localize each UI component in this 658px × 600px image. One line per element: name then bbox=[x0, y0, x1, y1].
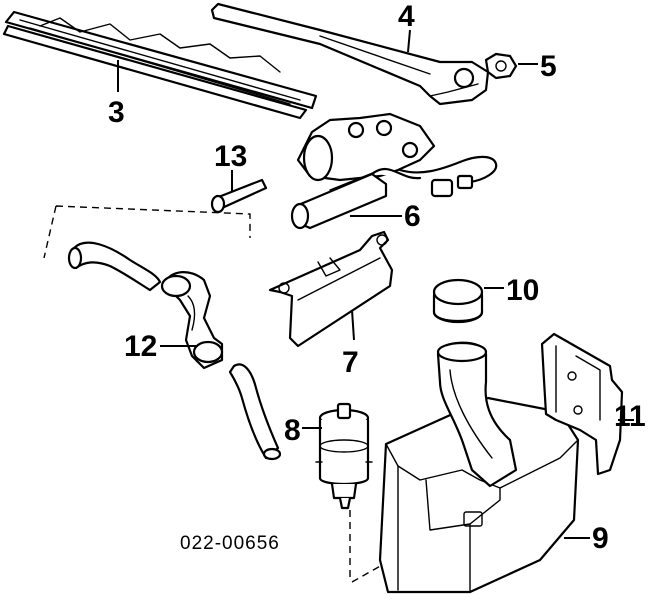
washer-hose-upper bbox=[67, 241, 162, 292]
hose-elbow bbox=[160, 271, 224, 370]
reservoir-bracket bbox=[540, 332, 624, 476]
wiper-blade bbox=[2, 10, 318, 120]
filler-neck bbox=[436, 341, 518, 488]
callout-12: 12 bbox=[124, 330, 157, 363]
reference-code: 022-00656 bbox=[180, 533, 280, 554]
motor-bracket bbox=[268, 230, 394, 348]
washer-hose-lower bbox=[228, 363, 282, 461]
washer-pump bbox=[315, 402, 373, 510]
callout-5: 5 bbox=[540, 50, 557, 83]
dashed-boundary bbox=[43, 205, 251, 259]
leader-7 bbox=[351, 309, 355, 341]
leader-4 bbox=[407, 29, 411, 53]
wiper-arm bbox=[210, 2, 490, 106]
callout-6: 6 bbox=[404, 200, 421, 233]
washer-reservoir bbox=[378, 396, 580, 594]
callout-13: 13 bbox=[214, 140, 247, 173]
callout-9: 9 bbox=[592, 522, 609, 555]
reservoir-cap bbox=[432, 278, 484, 324]
nut bbox=[484, 52, 518, 80]
callout-11: 11 bbox=[614, 400, 646, 433]
hose-connector bbox=[210, 178, 268, 214]
callout-10: 10 bbox=[506, 274, 539, 307]
callout-3: 3 bbox=[108, 96, 125, 129]
callout-8: 8 bbox=[284, 414, 301, 447]
wiper-motor bbox=[290, 112, 498, 230]
callout-4: 4 bbox=[398, 0, 415, 33]
callout-7: 7 bbox=[342, 346, 359, 379]
